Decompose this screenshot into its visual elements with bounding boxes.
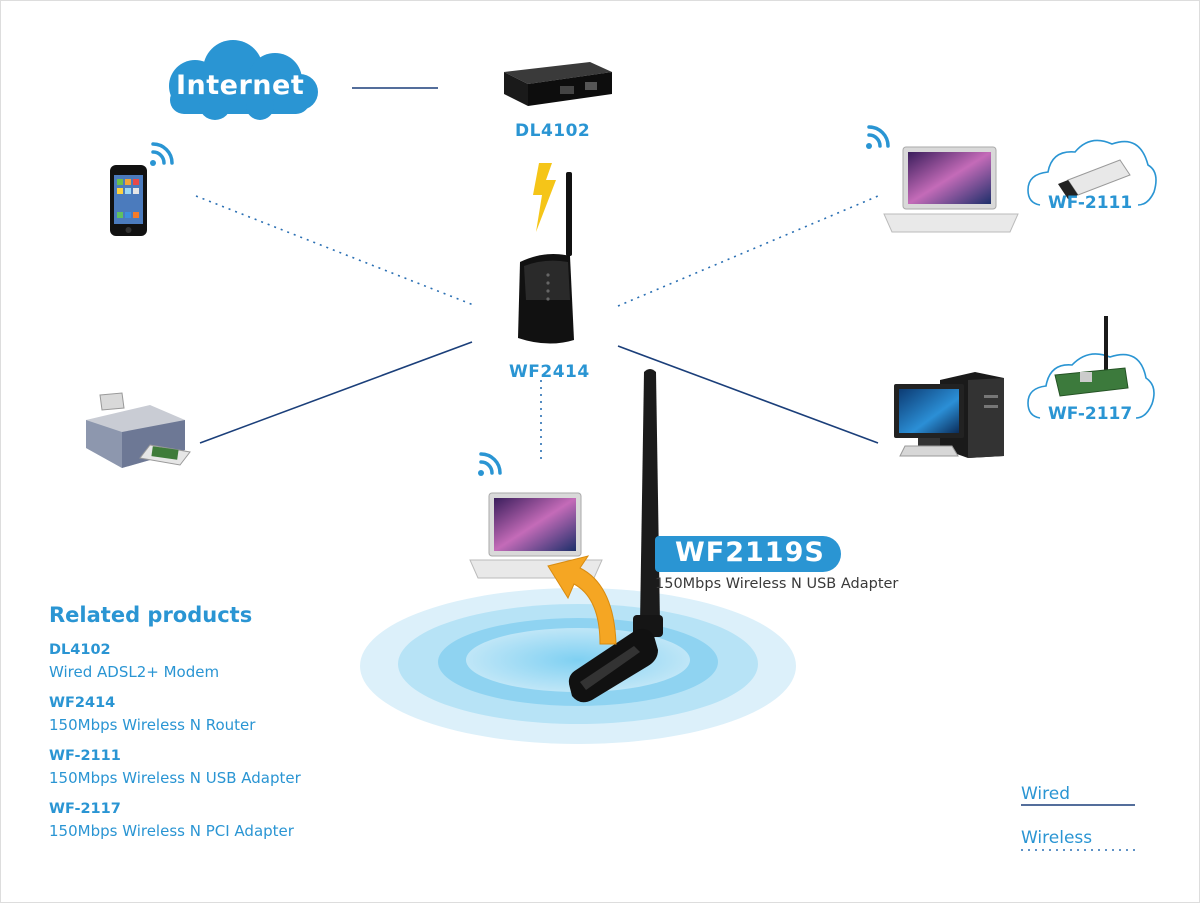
legend-wireless-label: Wireless: [1021, 828, 1093, 848]
laptop-top-device: [883, 146, 1019, 233]
related-item: WF2414 150Mbps Wireless N Router: [49, 692, 301, 736]
related-item-code: DL4102: [49, 642, 111, 658]
related-item-desc: 150Mbps Wireless N USB Adapter: [49, 769, 301, 787]
pointer-arrow: [547, 555, 617, 645]
related-item-code: WF2414: [49, 695, 116, 711]
related-products-heading: Related products: [49, 603, 253, 627]
pci-adapter-cloud-label: WF-2117: [1048, 404, 1133, 424]
router-label: WF2414: [509, 362, 590, 382]
modem-device: [504, 62, 612, 106]
desktop-device: [894, 372, 1004, 458]
product-name: WF2119S: [675, 537, 825, 568]
internet-cloud: [169, 40, 318, 120]
product-title-badge: WF2119S: [655, 536, 841, 572]
wired-links: [199, 87, 879, 444]
wireless-links: [195, 195, 879, 462]
printer-device: [86, 392, 191, 468]
related-item: WF-2117 150Mbps Wireless N PCI Adapter: [49, 798, 301, 842]
related-item-code: WF-2117: [49, 801, 121, 817]
smartphone-device: [110, 165, 147, 236]
usb-adapter-cloud-label: WF-2111: [1048, 193, 1133, 213]
related-item-code: WF-2111: [49, 748, 121, 764]
router-desktop-link: [617, 345, 879, 444]
internet-label: Internet: [176, 70, 305, 101]
pci-adapter-image: [1054, 316, 1129, 397]
wifi-icon-phone: [150, 142, 174, 166]
related-item-desc: Wired ADSL2+ Modem: [49, 663, 220, 681]
router-laptop-link: [617, 195, 879, 307]
wifi-icon-laptop-bottom: [478, 452, 502, 476]
wifi-icon-laptop-top: [866, 125, 890, 149]
legend-wired-label: Wired: [1021, 784, 1071, 804]
lightning-bolt-icon: [533, 163, 556, 232]
related-item: WF-2111 150Mbps Wireless N USB Adapter: [49, 745, 301, 789]
product-description: 150Mbps Wireless N USB Adapter: [655, 576, 899, 592]
router-device: [518, 172, 574, 344]
modem-label: DL4102: [515, 121, 591, 141]
related-item-desc: 150Mbps Wireless N Router: [49, 716, 256, 734]
phone-router-link: [195, 195, 477, 307]
printer-router-link: [199, 341, 473, 444]
related-item: DL4102 Wired ADSL2+ Modem: [49, 639, 301, 683]
related-products: Related products DL4102 Wired ADSL2+ Mod…: [49, 603, 301, 851]
usb-adapter-image: [1058, 159, 1131, 199]
signal-ripple: [360, 588, 796, 744]
related-item-desc: 150Mbps Wireless N PCI Adapter: [49, 822, 294, 840]
